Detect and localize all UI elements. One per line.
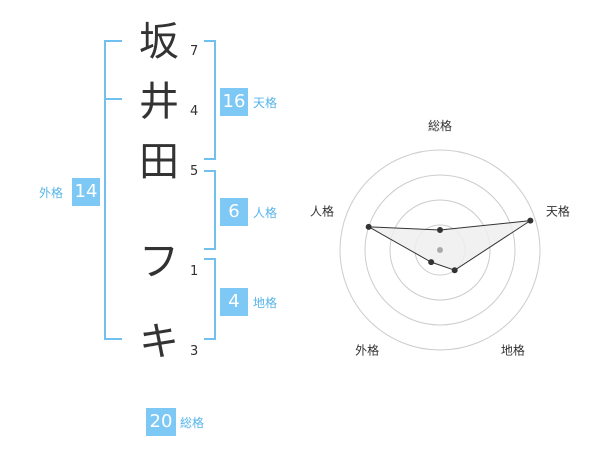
name-char-2: 井 — [139, 79, 179, 125]
radar-axis-label: 天格 — [546, 204, 570, 219]
radar-point-2 — [527, 217, 534, 224]
radar-axis-label: 地格 — [501, 342, 525, 357]
radar-center-dot — [437, 247, 443, 253]
radar-axis-label: 総格 — [428, 118, 452, 133]
tenkaku-value: 16 — [220, 88, 248, 116]
name-char-3: 田 — [139, 139, 179, 185]
radar-series-area — [368, 220, 531, 271]
stroke-count-4: 1 — [190, 264, 199, 279]
name-char-4: フ — [139, 239, 179, 285]
radar-axis-label: 外格 — [355, 342, 379, 357]
radar-grid-ring — [339, 149, 541, 351]
name-char-5: キ — [139, 319, 179, 365]
soukaku-value: 20 — [146, 408, 176, 436]
stroke-count-3: 5 — [190, 164, 199, 179]
chikaku-value: 4 — [220, 288, 248, 316]
jinkaku-label: 人格 — [253, 206, 278, 220]
gaikaku-value: 14 — [72, 178, 100, 206]
radar-axis-label: 人格 — [310, 204, 334, 219]
tenkaku-label: 天格 — [253, 96, 278, 110]
chikaku-label: 地格 — [253, 296, 278, 310]
name-char-1: 坂 — [139, 19, 179, 65]
radar-grid-ring — [389, 199, 491, 301]
radar-point-1 — [437, 227, 443, 233]
stroke-count-1: 7 — [190, 44, 199, 59]
soukaku-label: 総格 — [180, 416, 205, 430]
radar-point-4 — [428, 259, 435, 266]
radar-point-3 — [451, 267, 458, 274]
radar-point-5 — [365, 223, 372, 230]
stroke-count-5: 3 — [190, 344, 199, 359]
radar-grid-ring — [364, 174, 516, 326]
gaikaku-label: 外格 — [39, 186, 64, 200]
jinkaku-value: 6 — [220, 198, 248, 226]
stroke-count-2: 4 — [190, 104, 199, 119]
